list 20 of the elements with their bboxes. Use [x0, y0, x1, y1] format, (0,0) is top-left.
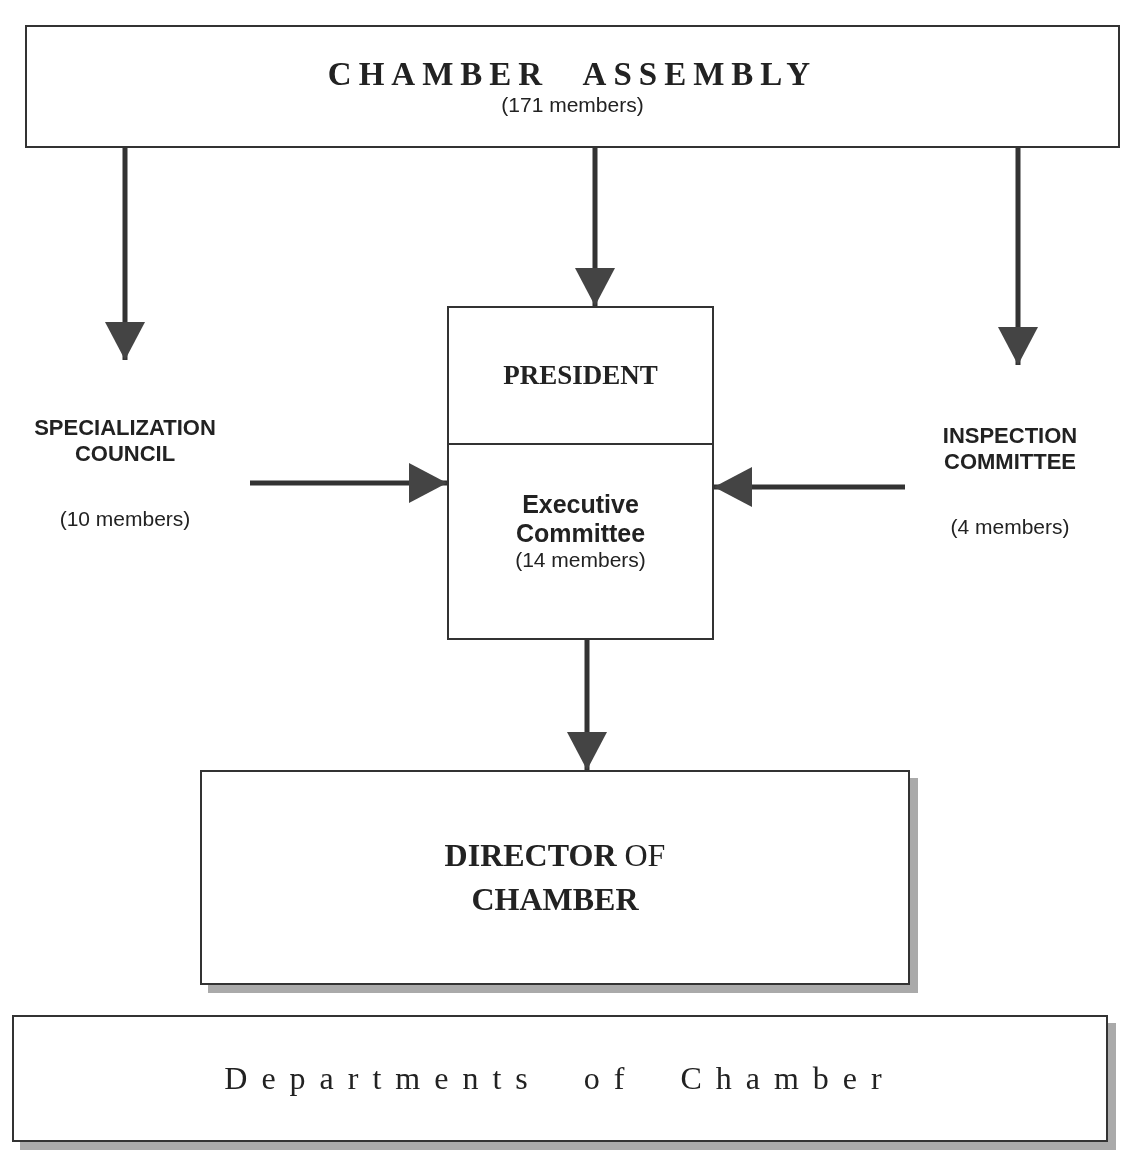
heading: CHAMBER ASSEMBLY	[327, 56, 818, 93]
body-name: SPECIALIZATION COUNCIL	[33, 415, 217, 467]
org-box	[25, 25, 1120, 148]
arrow	[250, 463, 447, 503]
arrow	[567, 640, 607, 770]
member-count: (171 members)	[501, 93, 644, 117]
body-name: INSPECTION COMMITTEE	[941, 423, 1079, 475]
heading: Departments of Chamber	[224, 1060, 896, 1097]
arrow	[575, 148, 615, 306]
arrow	[998, 148, 1038, 365]
arrow	[714, 467, 905, 507]
member-count: (4 members)	[950, 515, 1070, 539]
body-name: Executive Committee	[514, 490, 647, 548]
org-box	[447, 443, 714, 640]
org-box	[447, 306, 714, 445]
heading: DIRECTOR OF CHAMBER	[443, 836, 667, 919]
heading: PRESIDENT	[503, 360, 658, 391]
member-count: (14 members)	[515, 548, 646, 572]
arrow	[105, 148, 145, 360]
member-count: (10 members)	[59, 507, 191, 531]
